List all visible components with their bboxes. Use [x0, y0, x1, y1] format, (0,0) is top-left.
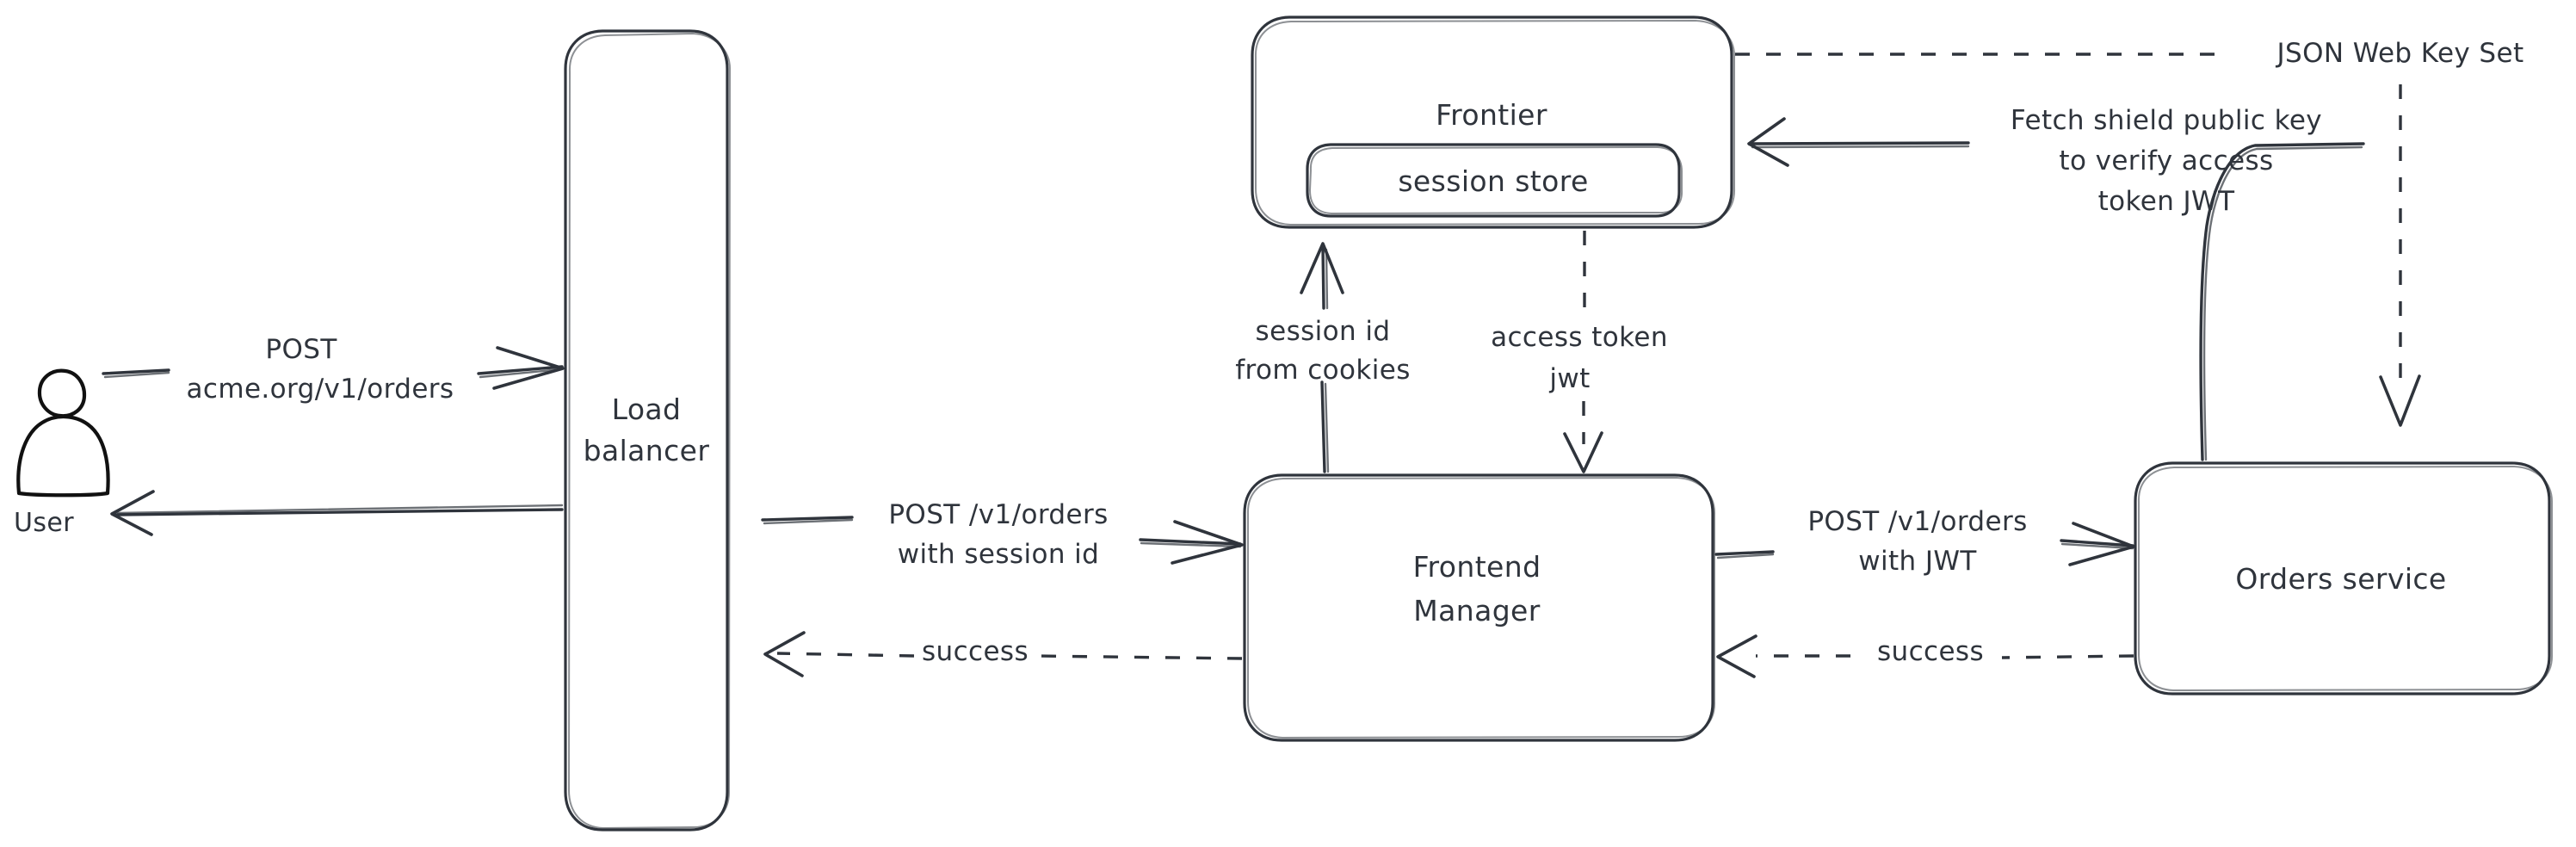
edge-load-balancer-to-frontend-manager-line	[761, 516, 1244, 565]
edge-frontend-manager-to-load-balancer-line	[763, 631, 1243, 677]
edge-frontier-to-frontend-manager-label-line2: jwt	[1549, 363, 1591, 394]
session-store-shape[interactable]	[1306, 143, 1683, 218]
edge-orders-service-to-frontier-line	[1747, 117, 2365, 461]
edge-orders-service-to-frontier-label-line1: Fetch shield public key	[2010, 105, 2323, 136]
edge-frontend-manager-to-load-balancer-label: success	[921, 636, 1029, 667]
edge-frontier-to-orders-service-label: JSON Web Key Set	[2276, 38, 2524, 69]
frontend-manager-shape[interactable]	[1243, 473, 1716, 742]
edge-load-balancer-to-user-line	[110, 490, 564, 536]
edge-orders-service-to-frontend-manager-label: success	[1876, 636, 1985, 667]
edge-user-to-load-balancer-label-line2: acme.org/v1/orders	[186, 374, 454, 405]
user-actor-label: User	[14, 508, 74, 538]
edge-user-to-load-balancer-label-line1: POST	[265, 334, 337, 365]
edge-orders-service-to-frontend-manager-line	[1716, 634, 2134, 678]
edge-orders-service-to-frontier-label-line3: token JWT	[2097, 186, 2235, 217]
frontier-label: Frontier	[1436, 98, 1547, 132]
edge-frontend-manager-to-frontier-label-line2: from cookies	[1235, 355, 1411, 386]
user-actor-icon	[16, 368, 110, 498]
edge-user-to-load-balancer-line	[102, 346, 565, 390]
orders-service-label: Orders service	[2235, 562, 2447, 596]
session-store-label: session store	[1398, 164, 1589, 198]
edge-frontier-to-orders-service-line	[1735, 53, 2421, 427]
edge-frontier-to-frontend-manager-line	[1563, 231, 1603, 473]
load-balancer-shape[interactable]	[564, 29, 732, 832]
edge-orders-service-to-frontier-label-line2: to verify access	[2059, 145, 2274, 176]
edge-frontend-manager-to-frontier-line	[1300, 242, 1344, 473]
edge-frontend-manager-to-frontier-label-line1: session id	[1255, 316, 1391, 347]
load-balancer-label-line1: Load	[611, 393, 682, 426]
frontier-shape[interactable]	[1251, 15, 1736, 229]
frontend-manager-label-line2: Manager	[1413, 594, 1541, 628]
edge-load-balancer-to-frontend-manager-label-line1: POST /v1/orders	[888, 499, 1109, 530]
frontend-manager-label-line1: Frontend	[1412, 550, 1541, 584]
edge-load-balancer-to-frontend-manager-label-line2: with session id	[897, 539, 1100, 570]
load-balancer-label-line2: balancer	[583, 434, 710, 467]
orders-service-shape[interactable]	[2134, 461, 2554, 696]
edge-frontier-to-frontend-manager-label-line1: access token	[1491, 322, 1668, 353]
edge-frontend-manager-to-orders-service-line	[1714, 522, 2135, 566]
edge-frontend-manager-to-orders-service-label-line1: POST /v1/orders	[1807, 506, 2028, 537]
edge-frontend-manager-to-orders-service-label-line2: with JWT	[1858, 546, 1977, 577]
